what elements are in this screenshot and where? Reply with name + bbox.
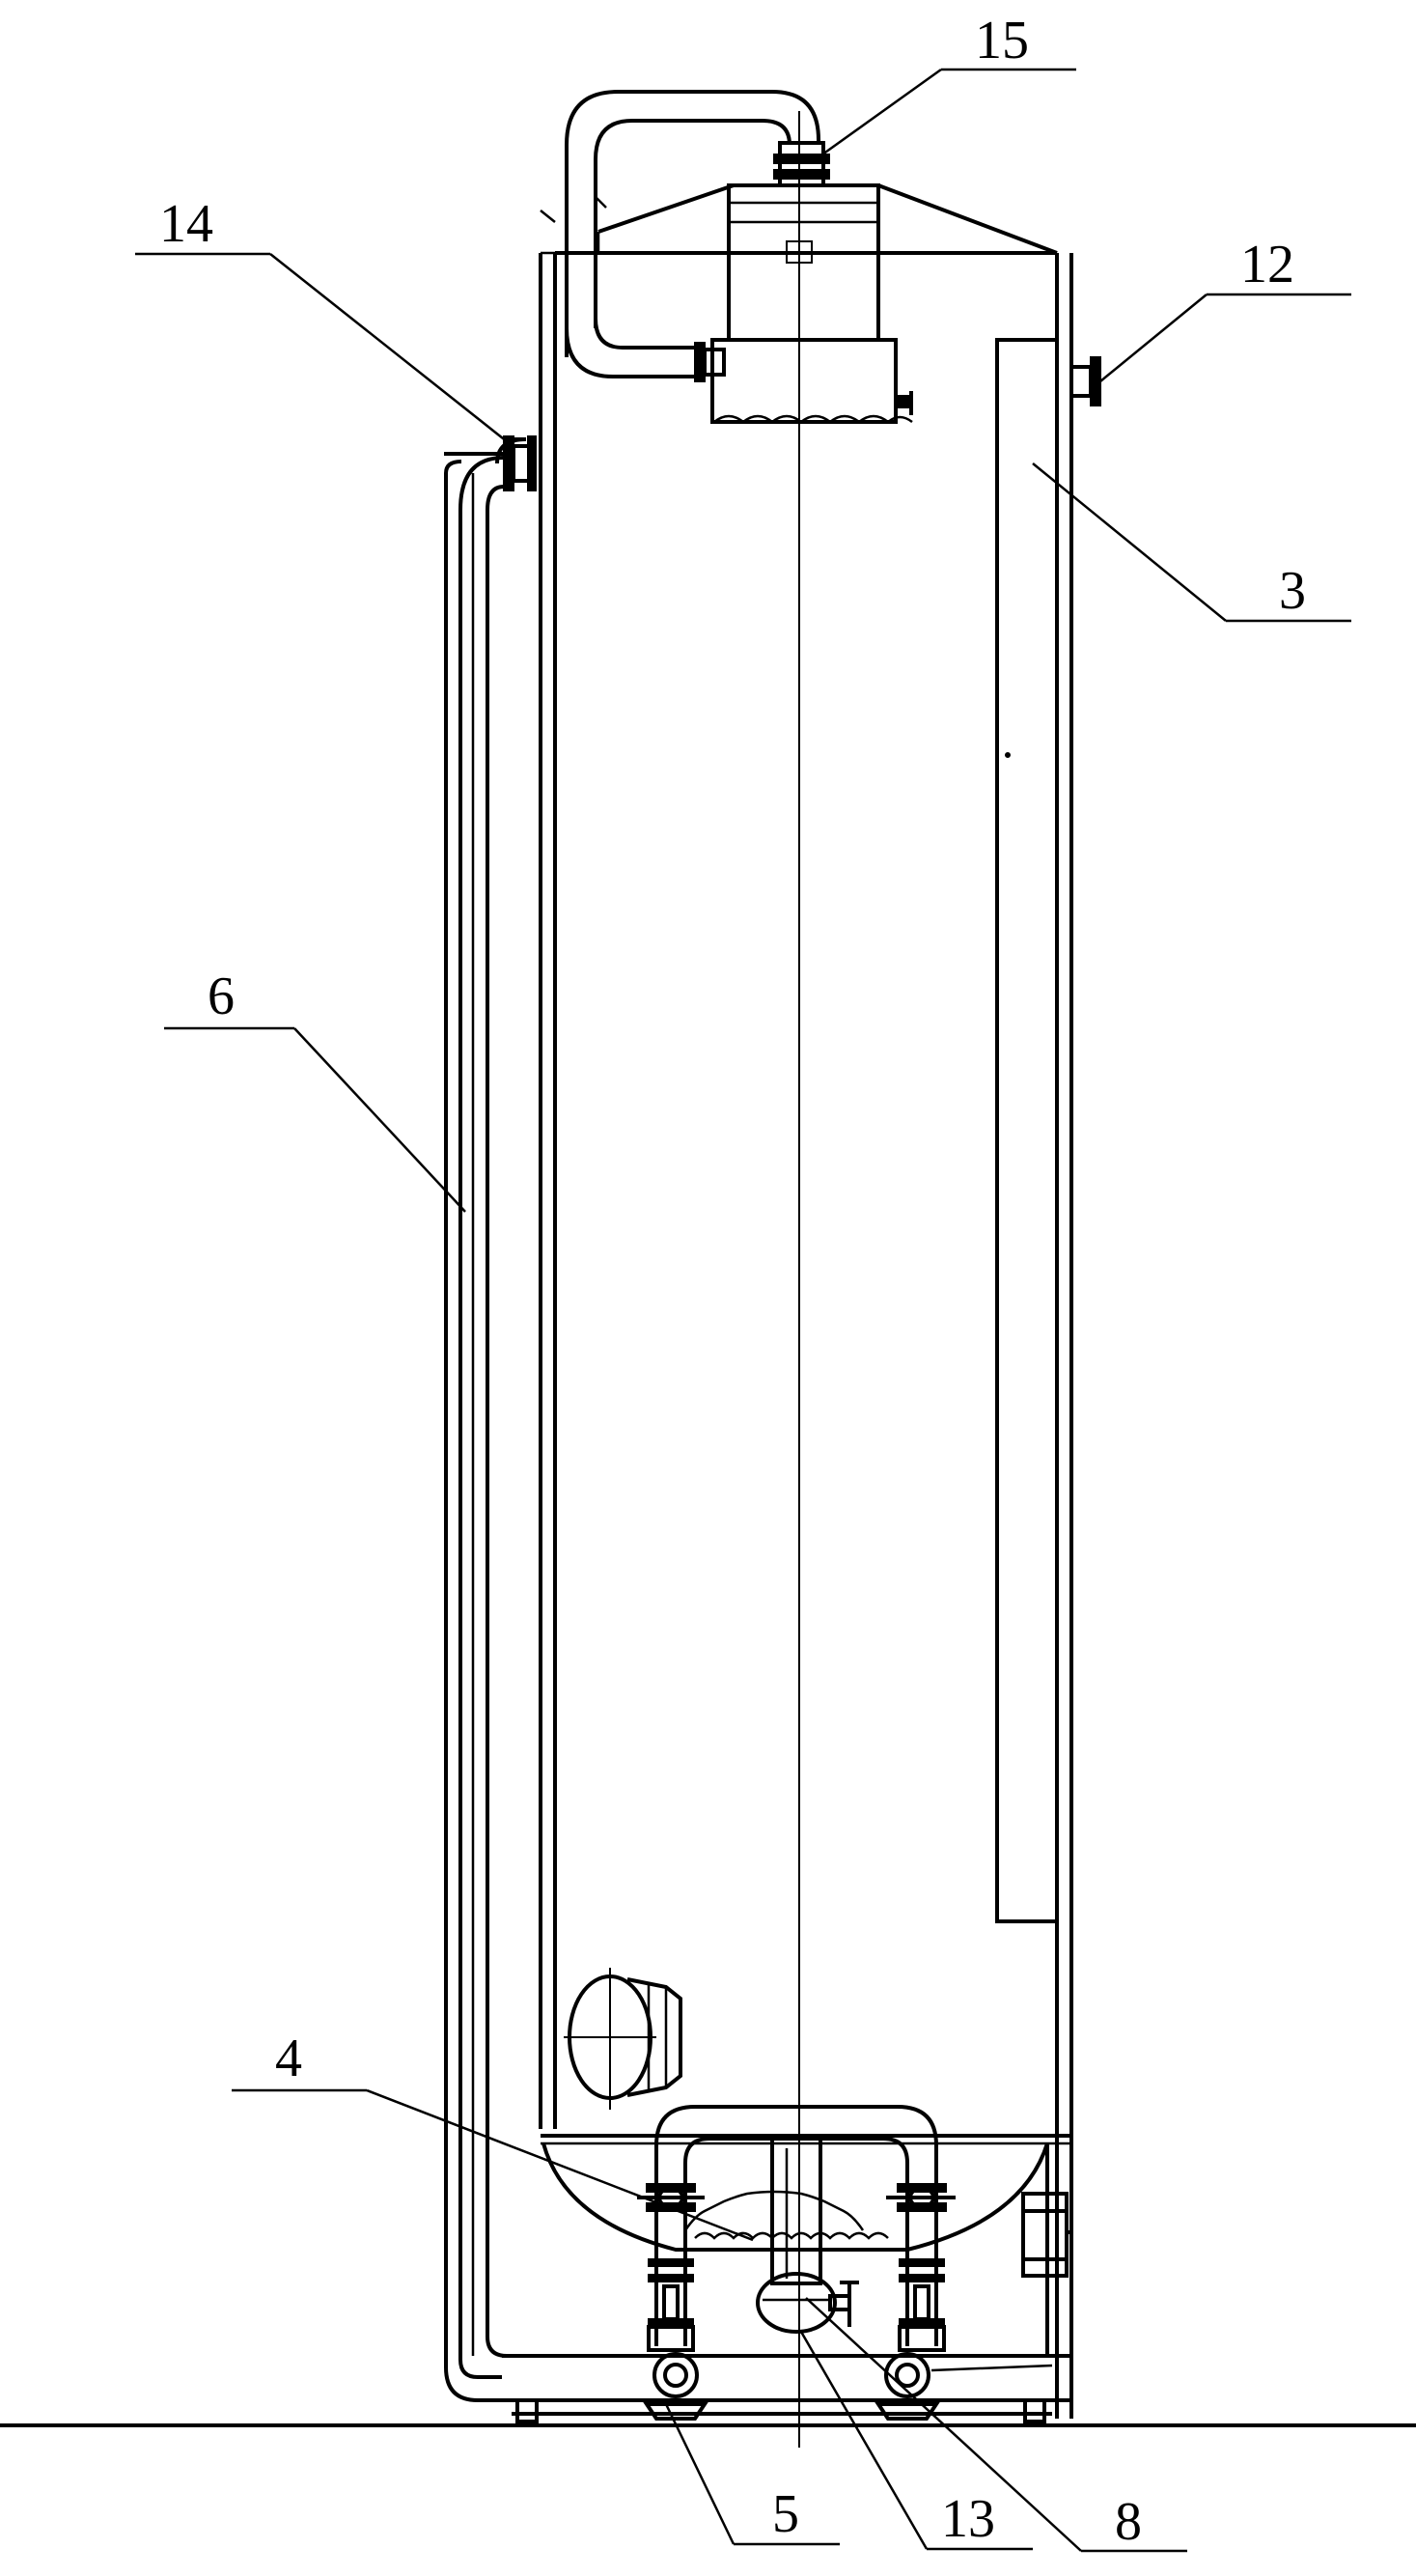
top-separator bbox=[694, 141, 913, 424]
label-6: 6 bbox=[208, 966, 235, 1026]
tank-shell bbox=[539, 251, 1073, 2129]
label-12: 12 bbox=[1240, 235, 1294, 294]
top-gas-pipe bbox=[540, 90, 820, 378]
leader-lines bbox=[135, 68, 1351, 2553]
right-nozzle bbox=[1069, 356, 1101, 406]
label-14: 14 bbox=[159, 194, 213, 254]
tank-roof bbox=[555, 183, 1058, 255]
label-15: 15 bbox=[975, 11, 1029, 70]
label-4: 4 bbox=[275, 2029, 302, 2088]
label-13: 13 bbox=[941, 2489, 995, 2549]
internal-baffle bbox=[995, 338, 1057, 1923]
right-pump-column bbox=[875, 2183, 1053, 2421]
downcomer-pipe bbox=[444, 435, 541, 2402]
label-3: 3 bbox=[1279, 561, 1306, 621]
manhole bbox=[564, 1968, 682, 2110]
label-5: 5 bbox=[772, 2484, 799, 2544]
label-8: 8 bbox=[1115, 2492, 1142, 2552]
bottom-manifold bbox=[654, 2105, 938, 2334]
